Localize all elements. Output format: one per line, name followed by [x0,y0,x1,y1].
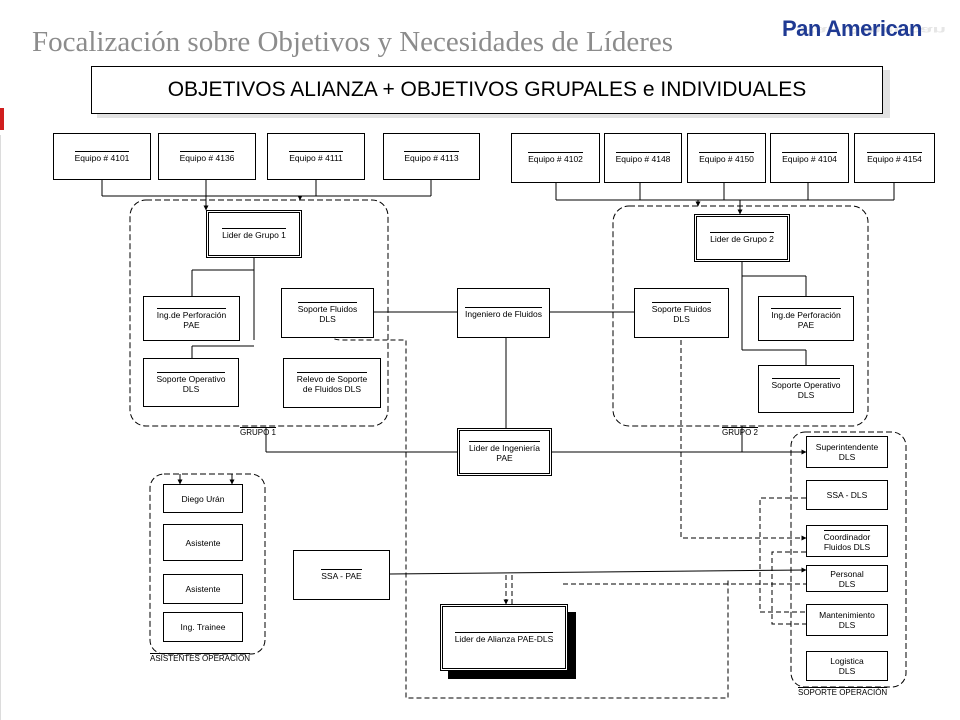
brand-logo: Pan American [782,16,922,41]
equipo-4104: Equipo # 4104 [770,133,849,183]
equipo-4101: Equipo # 4101 [53,133,151,180]
asistentes-container [149,473,266,655]
equipo-4148: Equipo # 4148 [604,133,682,183]
lider-grupo-2: Lider de Grupo 2 [694,214,790,262]
lider-grupo-1: Lider de Grupo 1 [206,210,302,258]
asistente-1: Asistente [163,524,243,561]
asistente-diego-uran: Diego Urán [163,484,243,513]
accent-mark [0,108,4,130]
lider-de-alianza: Lider de Alianza PAE-DLS [440,604,568,671]
equipo-4102: Equipo # 4102 [511,133,600,183]
asistente-2: Asistente [163,574,243,604]
objectives-banner: OBJETIVOS ALIANZA + OBJETIVOS GRUPALES e… [91,66,883,114]
grupo1-container [129,199,389,427]
ssa-dls: SSA - DLS [806,480,888,510]
equipo-4111: Equipo # 4111 [267,133,365,180]
asistentes-label: ASISTENTES OPERACIÓN [150,654,251,663]
equipo-4113: Equipo # 4113 [383,133,480,180]
equipo-4136: Equipo # 4136 [158,133,256,180]
equipo-4154: Equipo # 4154 [854,133,935,183]
grupo1-label: GRUPO 1 [240,428,277,437]
ssa-pae: SSA - PAE [293,550,390,600]
ingeniero-de-fluidos: Ingeniero de Fluidos [457,288,550,338]
equipo-4150: Equipo # 4150 [687,133,766,183]
soporte-operacion-container [790,431,907,688]
left-rule [0,135,1,720]
grupo2-label: GRUPO 2 [722,428,759,437]
ing-trainee: Ing. Trainee [163,612,243,642]
soporte-operacion-label: SOPORTE OPERACIÓN [798,688,888,697]
slide-title: Focalización sobre Objetivos y Necesidad… [32,26,674,58]
